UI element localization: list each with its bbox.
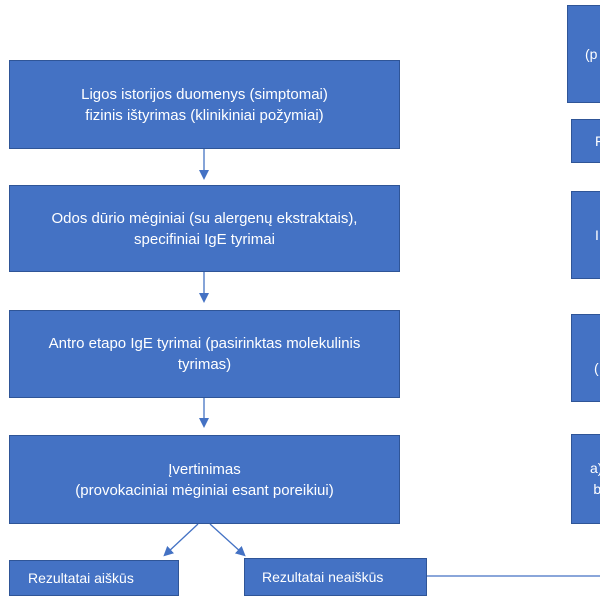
result-clear-box: Rezultatai aiškūs: [9, 560, 179, 596]
flow-box-second-stage-line2: tyrimas): [177, 356, 232, 373]
flow-box-evaluation: Įvertinimas (provokaciniai mėginiai esan…: [9, 435, 400, 524]
flow-box-history-line2: fizinis ištyrimas (klinikiniai požymiai): [85, 106, 324, 124]
right-box-2-text: F: [595, 132, 600, 149]
flow-box-evaluation-line2: (provokaciniai mėginiai esant poreikiui): [75, 481, 334, 499]
flow-box-second-stage-line1: Antro etapo IgE tyrimai (pasirinktas mol…: [48, 335, 361, 352]
result-unclear-label: Rezultatai neaiškūs: [262, 568, 384, 585]
right-box-4-text: (: [594, 360, 599, 376]
right-box-5-line2: b: [593, 481, 600, 497]
result-clear-label: Rezultatai aiškūs: [28, 569, 134, 586]
right-box-4: (: [571, 314, 600, 402]
arrow-to-result-clear: [163, 523, 199, 557]
result-unclear-box: Rezultatai neaiškūs: [244, 558, 427, 596]
right-box-5: a) b: [571, 434, 600, 524]
flow-box-history: Ligos istorijos duomenys (simptomai) fiz…: [9, 60, 400, 149]
flow-box-evaluation-line1: Įvertinimas: [168, 460, 241, 478]
flow-box-skin-tests: Odos dūrio mėginiai (su alergenų ekstrak…: [9, 185, 400, 272]
flow-box-second-stage: Antro etapo IgE tyrimai (pasirinktas mol…: [9, 310, 400, 398]
right-box-5-line1: a): [590, 460, 600, 476]
flow-box-skin-tests-line2: specifiniai IgE tyrimai: [134, 230, 275, 248]
flow-box-skin-tests-line1: Odos dūrio mėginiai (su alergenų ekstrak…: [51, 209, 358, 227]
right-box-2: F: [571, 119, 600, 163]
right-box-1-text: (p: [585, 45, 598, 62]
flow-box-history-line1: Ligos istorijos duomenys (simptomai): [81, 85, 328, 103]
right-box-3: I: [571, 191, 600, 279]
right-box-1: (p: [567, 5, 600, 103]
right-box-3-text: I: [595, 226, 599, 243]
arrow-to-result-unclear: [209, 523, 246, 557]
